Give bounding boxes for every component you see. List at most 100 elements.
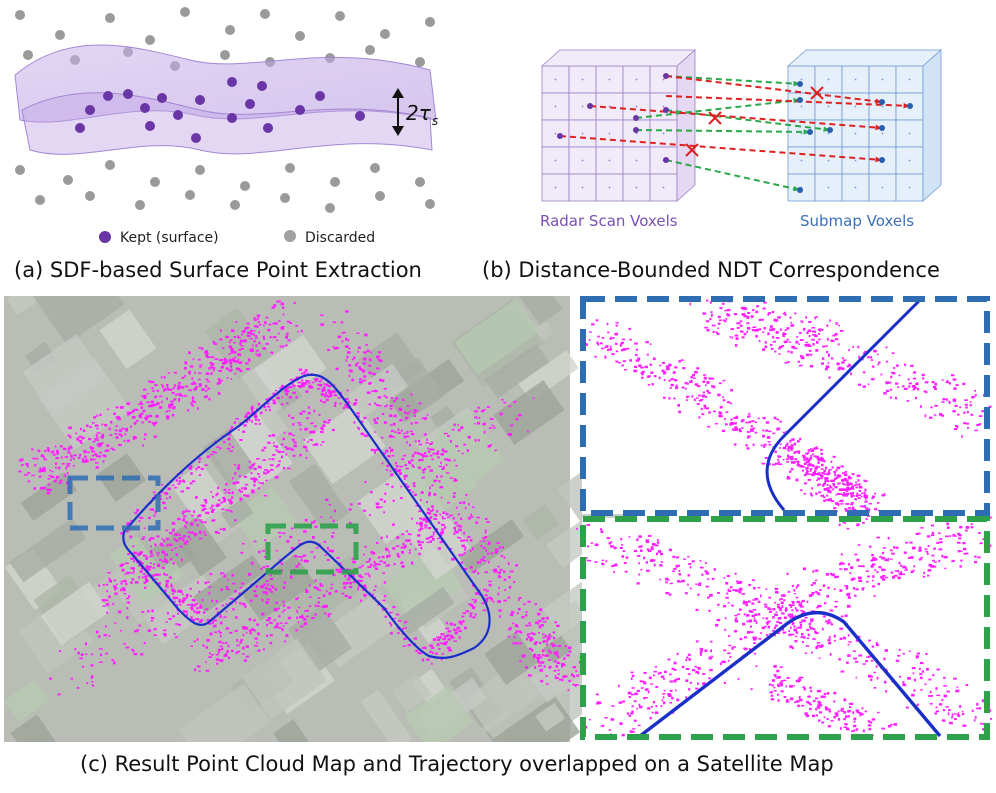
cloud-point [816, 457, 819, 460]
cloud-point [246, 326, 250, 329]
cloud-point [711, 377, 715, 380]
cloud-point [246, 334, 250, 337]
cloud-point [773, 690, 777, 692]
cloud-point [936, 694, 941, 697]
cloud-point [757, 600, 761, 604]
cloud-point [808, 334, 811, 338]
cloud-point [392, 422, 396, 426]
cloud-point [850, 494, 853, 497]
cloud-point [844, 508, 848, 511]
cloud-point [278, 300, 281, 303]
cloud-point [348, 508, 352, 511]
cloud-point [95, 462, 99, 464]
cloud-point [260, 585, 265, 588]
cloud-point [165, 383, 169, 387]
cloud-point [166, 397, 168, 400]
cloud-point [732, 646, 736, 648]
cloud-point [726, 313, 731, 317]
cloud-point [136, 508, 140, 512]
cloud-point [820, 328, 824, 331]
cloud-point [777, 458, 780, 461]
cloud-point [212, 495, 215, 499]
cloud-point [220, 501, 223, 504]
cloud-point [123, 439, 126, 442]
cloud-point [185, 526, 187, 529]
cloud-point [396, 545, 400, 547]
cloud-point [807, 478, 811, 481]
cloud-point [965, 684, 969, 687]
cloud-point [656, 552, 659, 556]
cloud-point [563, 664, 566, 666]
cloud-point [941, 698, 944, 702]
cloud-point [313, 409, 316, 413]
cloud-point [979, 722, 983, 725]
cloud-point [275, 449, 278, 452]
cloud-point [498, 586, 500, 589]
cloud-point [754, 431, 757, 434]
cloud-point [303, 372, 306, 375]
cloud-point [269, 574, 272, 577]
cloud-point [781, 612, 785, 615]
cloud-point [806, 700, 810, 704]
cloud-point [897, 654, 901, 657]
cloud-point [424, 526, 427, 529]
cloud-point [722, 604, 726, 608]
cloud-point [170, 400, 174, 403]
cloud-point [153, 514, 156, 517]
cloud-point [219, 645, 223, 648]
cloud-point [122, 588, 126, 592]
cloud-point [429, 535, 434, 538]
cloud-point [956, 425, 959, 429]
cloud-point [437, 537, 441, 540]
cloud-point [793, 685, 795, 687]
cloud-point [232, 359, 236, 363]
cloud-point [856, 558, 860, 562]
cloud-point [407, 460, 411, 464]
cloud-point [328, 391, 333, 395]
cloud-point [837, 504, 840, 507]
cloud-point [129, 411, 133, 414]
cloud-point [234, 519, 237, 522]
cloud-point [408, 444, 412, 447]
cloud-point [561, 678, 564, 682]
cloud-point [418, 529, 421, 532]
cloud-point [441, 523, 445, 526]
cloud-point [477, 572, 480, 575]
cloud-point [336, 347, 340, 349]
cloud-point [175, 553, 178, 556]
cloud-point [794, 458, 798, 461]
cloud-point [244, 327, 248, 330]
cloud-point [463, 567, 467, 571]
rejected-mark [708, 111, 722, 125]
cloud-point [200, 347, 204, 349]
cloud-point [460, 561, 464, 564]
cloud-point [459, 501, 463, 504]
cloud-point [514, 632, 517, 634]
cloud-point [239, 586, 243, 589]
cloud-point [284, 622, 288, 625]
cloud-point [834, 485, 838, 488]
cloud-point [157, 582, 161, 585]
cloud-point [703, 374, 707, 376]
voxel-center [854, 78, 857, 81]
cloud-point [859, 713, 864, 716]
cloud-point [445, 472, 450, 474]
cloud-point [835, 322, 838, 325]
cloud-point [429, 509, 433, 512]
cloud-point [652, 701, 656, 704]
cloud-point [228, 437, 231, 440]
cloud-point [789, 457, 794, 461]
cloud-point [668, 397, 671, 400]
discarded-point [35, 195, 45, 205]
cloud-point [745, 614, 750, 617]
cloud-point [817, 477, 820, 481]
cloud-point [725, 411, 729, 414]
cloud-point [431, 458, 434, 461]
cloud-point [817, 457, 821, 460]
cloud-point [329, 587, 333, 590]
cloud-point [650, 546, 654, 549]
cloud-point [645, 539, 650, 542]
cloud-point [429, 540, 433, 543]
cloud-point [570, 673, 574, 677]
cloud-point [402, 398, 405, 401]
